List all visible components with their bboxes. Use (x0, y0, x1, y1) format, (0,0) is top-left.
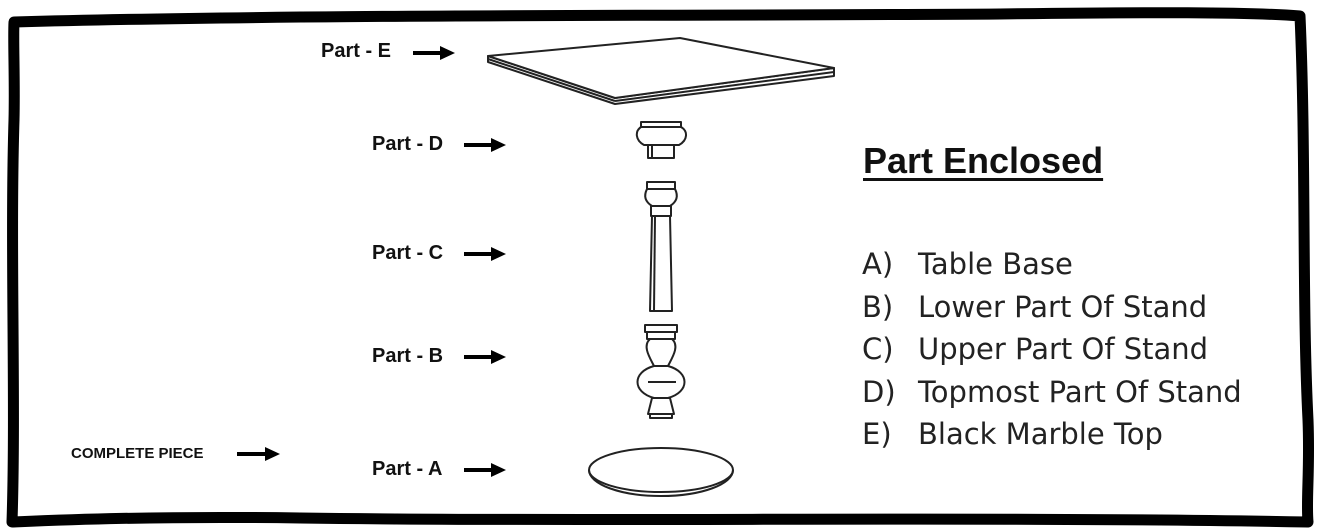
legend-item: A) Table Base (862, 243, 1242, 286)
legend-item: C) Upper Part Of Stand (862, 328, 1242, 371)
legend-item-text: Topmost Part Of Stand (918, 374, 1242, 409)
legend-item-text: Black Marble Top (918, 417, 1163, 451)
legend-item: D) Topmost Part Of Stand (862, 371, 1242, 414)
part-a-label: Part - A (372, 458, 443, 480)
part-d-topmost-stand (635, 121, 687, 159)
arrow-icon (464, 247, 506, 261)
legend-item-text: Lower Part Of Stand (918, 289, 1208, 324)
part-b-lower-stand (636, 324, 686, 419)
part-c-upper-stand (644, 181, 678, 312)
arrow-icon (464, 350, 506, 364)
label-arrows (237, 46, 506, 477)
legend-item-letter: B) (862, 289, 894, 324)
part-c-label: Part - C (372, 242, 444, 264)
arrow-icon (413, 46, 455, 60)
legend-list: A) Table Base B) Lower Part Of Stand C) Upp… (862, 243, 1242, 456)
legend-item-text: Upper Part Of Stand (918, 332, 1209, 366)
part-e-label: Part - E (321, 40, 392, 62)
hand-drawn-frame (6, 7, 1315, 528)
arrow-icon (464, 138, 506, 152)
part-a-table-base (588, 447, 734, 498)
part-d-label: Part - D (372, 133, 444, 155)
complete-piece-label: COMPLETE PIECE (71, 445, 204, 462)
legend-item: B) Lower Part Of Stand (862, 286, 1242, 329)
legend-item-letter: A) (862, 247, 894, 281)
part-b-label: Part - B (372, 345, 444, 367)
legend-item-letter: C) (862, 332, 894, 366)
arrow-icon (464, 463, 506, 477)
legend-item-letter: E) (862, 417, 892, 451)
arrow-icon (237, 447, 280, 461)
legend-title: Part Enclosed (863, 140, 1104, 181)
legend-item-letter: D) (862, 374, 896, 409)
legend-item: E) Black Marble Top (862, 413, 1242, 456)
legend-item-text: Table Base (918, 247, 1073, 281)
part-e-marble-top (487, 37, 835, 105)
